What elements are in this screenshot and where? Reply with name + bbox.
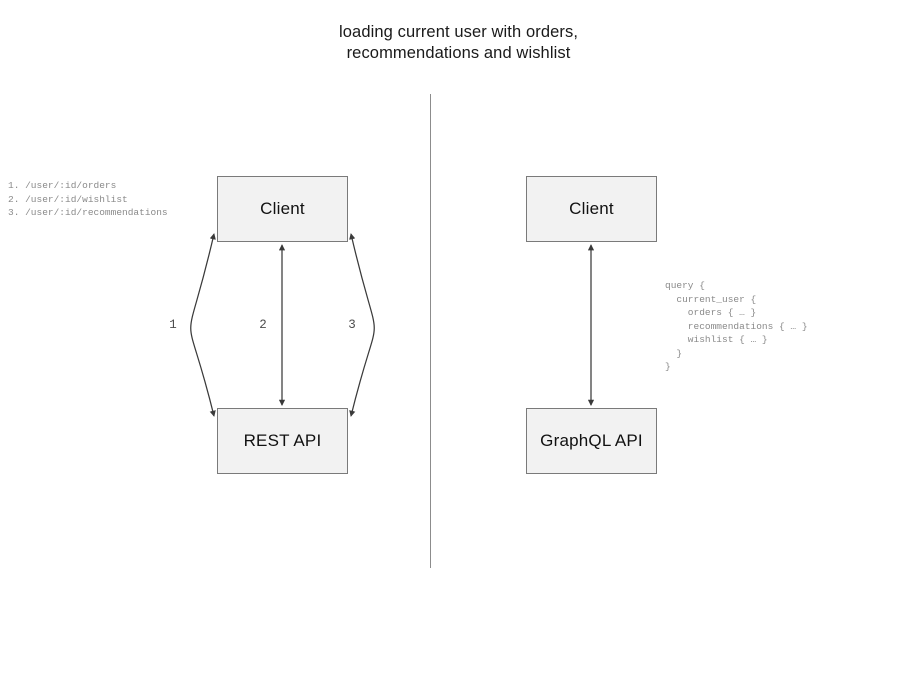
node-rest-api[interactable]: REST API xyxy=(217,408,348,474)
node-client-rest[interactable]: Client xyxy=(217,176,348,242)
diagram-title: loading current user with orders, recomm… xyxy=(339,23,578,62)
edge-label-1: 1 xyxy=(169,318,177,332)
panel-divider xyxy=(430,94,431,568)
rest-endpoints-annotation: 1. /user/:id/orders 2. /user/:id/wishlis… xyxy=(8,180,168,218)
node-client-graphql[interactable]: Client xyxy=(526,176,657,242)
edge-1-orders xyxy=(190,233,216,417)
graphql-query-annotation: query { current_user { orders { … } reco… xyxy=(665,280,808,372)
edge-label-2: 2 xyxy=(259,318,267,332)
node-graphql-api[interactable]: GraphQL API xyxy=(526,408,657,474)
edge-label-3: 3 xyxy=(348,318,356,332)
